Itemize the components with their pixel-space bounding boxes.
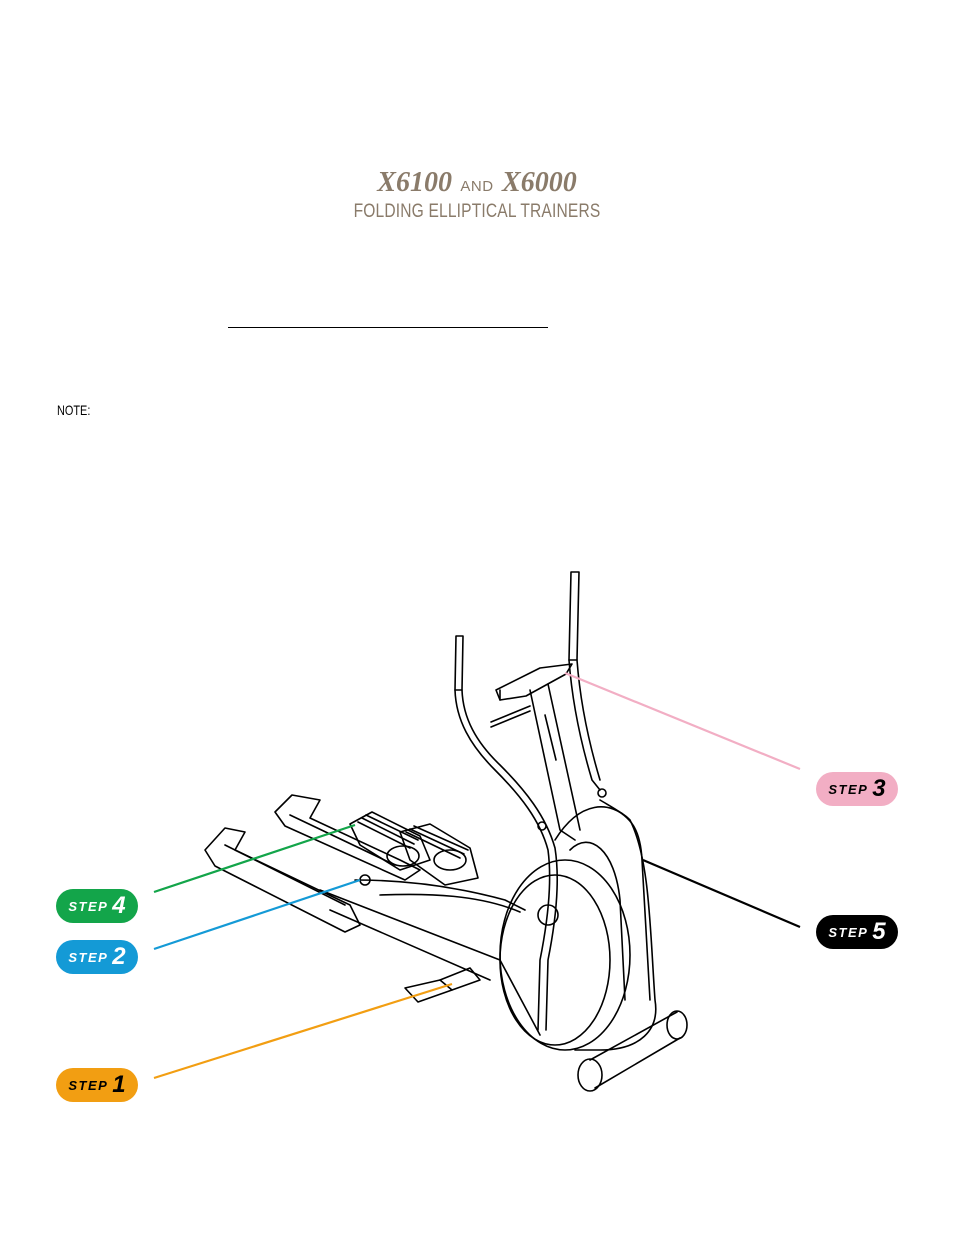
step-2-number: 2	[112, 943, 126, 970]
leader-line-step-3	[564, 671, 801, 771]
step-2-badge: STEP 2	[56, 940, 138, 974]
title-and: AND	[460, 178, 494, 195]
step-1-badge: STEP 1	[56, 1068, 138, 1102]
step-1-word: STEP	[68, 1077, 109, 1093]
leader-line-step-2	[153, 878, 361, 951]
step-3-word: STEP	[828, 781, 869, 797]
note-label: NOTE:	[57, 402, 91, 418]
elliptical-trainer-diagram	[153, 571, 801, 1092]
title-subtitle: FOLDING ELLIPTICAL TRAINERS	[353, 201, 601, 222]
title-models: X6100 AND X6000	[0, 165, 954, 205]
step-4-number: 4	[112, 892, 126, 919]
trainer-drawing	[204, 571, 688, 1092]
step-2-word: STEP	[68, 949, 109, 965]
step-1-number: 1	[112, 1071, 126, 1098]
step-3-badge: STEP 3	[816, 772, 898, 806]
leader-line-step-1	[153, 982, 453, 1080]
step-4-badge: STEP 4	[56, 889, 138, 923]
leader-line-step-4	[153, 823, 356, 894]
underline-rule	[228, 327, 548, 328]
step-5-number: 5	[872, 918, 886, 945]
title-block: X6100 AND X6000 FOLDING ELLIPTICAL TRAIN…	[0, 165, 954, 223]
step-5-badge: STEP 5	[816, 915, 898, 949]
leader-line-step-5	[642, 858, 801, 929]
step-5-word: STEP	[828, 924, 869, 940]
step-4-word: STEP	[68, 898, 109, 914]
model-x6100: X6100	[377, 167, 452, 198]
step-3-number: 3	[872, 775, 886, 802]
model-x6000: X6000	[502, 167, 577, 198]
